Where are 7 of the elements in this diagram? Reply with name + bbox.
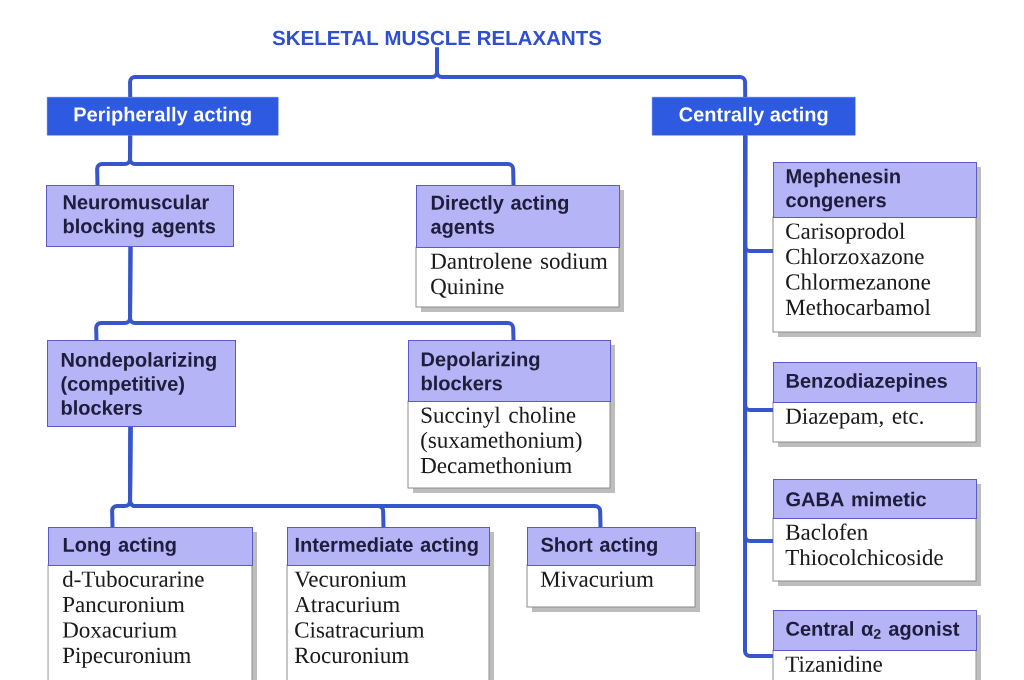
- connector-line: [743, 135, 773, 658]
- category-header: Neuromuscular blocking agents: [46, 185, 234, 247]
- diagram-title: SKELETAL MUSCLE RELAXANTS: [272, 30, 602, 46]
- category-box: Centrally acting: [652, 97, 856, 136]
- category-header: Nondepolarizing (competitive) blockers: [47, 340, 236, 427]
- category-box: Peripherally acting: [47, 97, 279, 136]
- connector-line: [128, 247, 516, 341]
